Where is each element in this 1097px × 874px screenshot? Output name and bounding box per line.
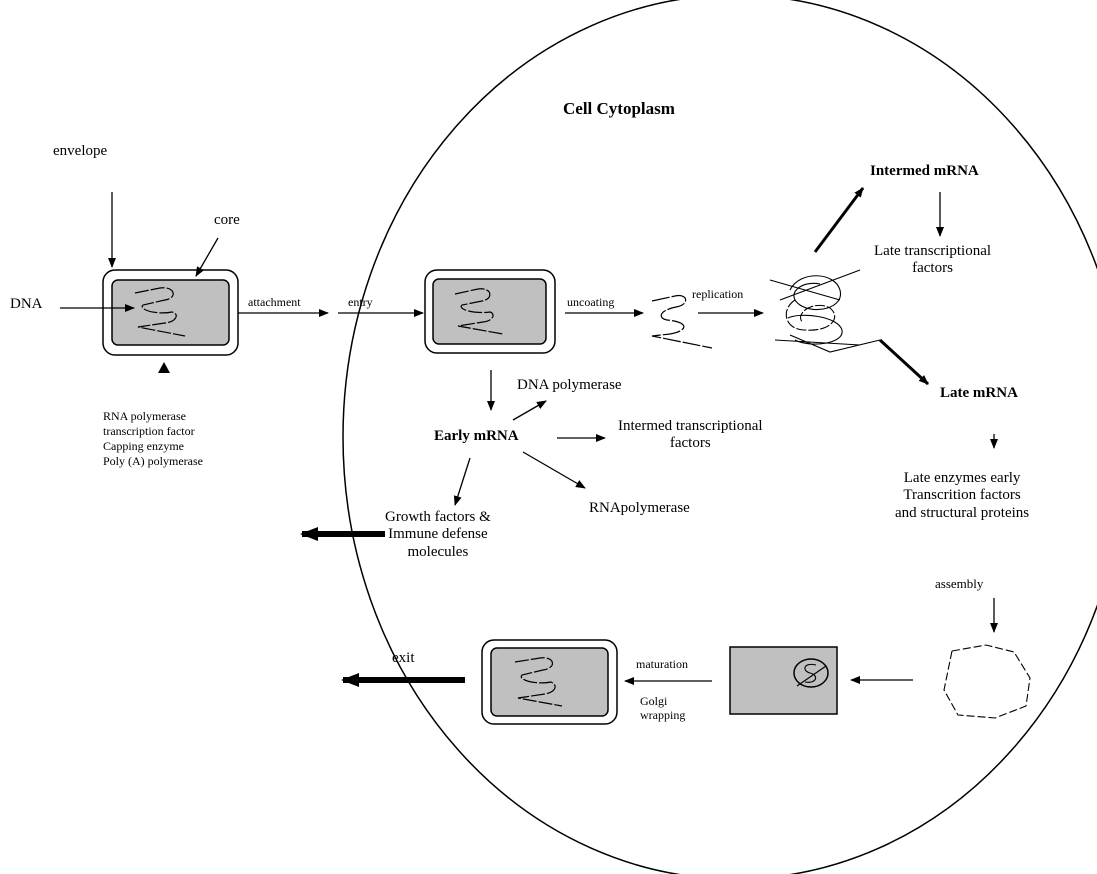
replicated-dna-tangle [769,269,881,353]
virion-outside [102,269,239,356]
label-late-mrna: Late mRNA [940,385,1018,401]
arrow-core [195,237,219,277]
uncoated-dna [651,294,713,349]
immature-particle [729,646,838,715]
dna-squiggle-mature [514,657,563,707]
label-golgi-wrapping: Golgi wrapping [640,694,686,722]
label-maturation: maturation [636,657,688,671]
label-replication: replication [692,287,744,301]
arrow-growth-factors [453,457,471,506]
label-entry: entry [348,295,373,309]
label-late-enzymes: Late enzymes early Transcrition factors … [895,470,1030,521]
arrow-intermed-mrna [813,187,865,253]
label-exit: exit [392,650,415,666]
virion-entry [424,269,556,354]
label-assembly: assembly [935,576,984,591]
label-rna-polymerase: RNApolymerase [589,500,690,516]
label-envelope: envelope [53,143,108,159]
label-growth-factors: Growth factors & Immune defense molecule… [385,509,491,560]
label-core-components: RNA polymerase transcription factor Capp… [103,409,203,468]
label-dna-polymerase: DNA polymerase [517,377,622,393]
arrow-core-components [158,362,170,373]
dna-squiggle-entry [454,288,504,335]
label-intermed-transcriptional-factors: Intermed transcriptional factors [618,418,763,452]
dna-squiggle-outside [134,287,186,337]
label-core: core [214,212,240,228]
mature-virion [481,639,618,725]
arrow-late-mrna [878,338,930,386]
title-cell-cytoplasm: Cell Cytoplasm [563,99,675,118]
cell-membrane [342,0,1097,874]
label-uncoating: uncoating [567,295,615,309]
label-intermed-mrna: Intermed mRNA [870,163,979,179]
bold-arrows [300,187,930,687]
arrow-rna-polymerase [522,451,586,489]
flow-arrows [60,192,998,685]
arrow-dna-polymerase [512,400,547,421]
empty-capsid [943,644,1031,719]
label-late-transcriptional-factors: Late transcriptional factors [874,243,992,277]
label-early-mrna: Early mRNA [434,428,519,444]
label-attachment: attachment [248,295,301,309]
label-dna: DNA [10,296,43,312]
